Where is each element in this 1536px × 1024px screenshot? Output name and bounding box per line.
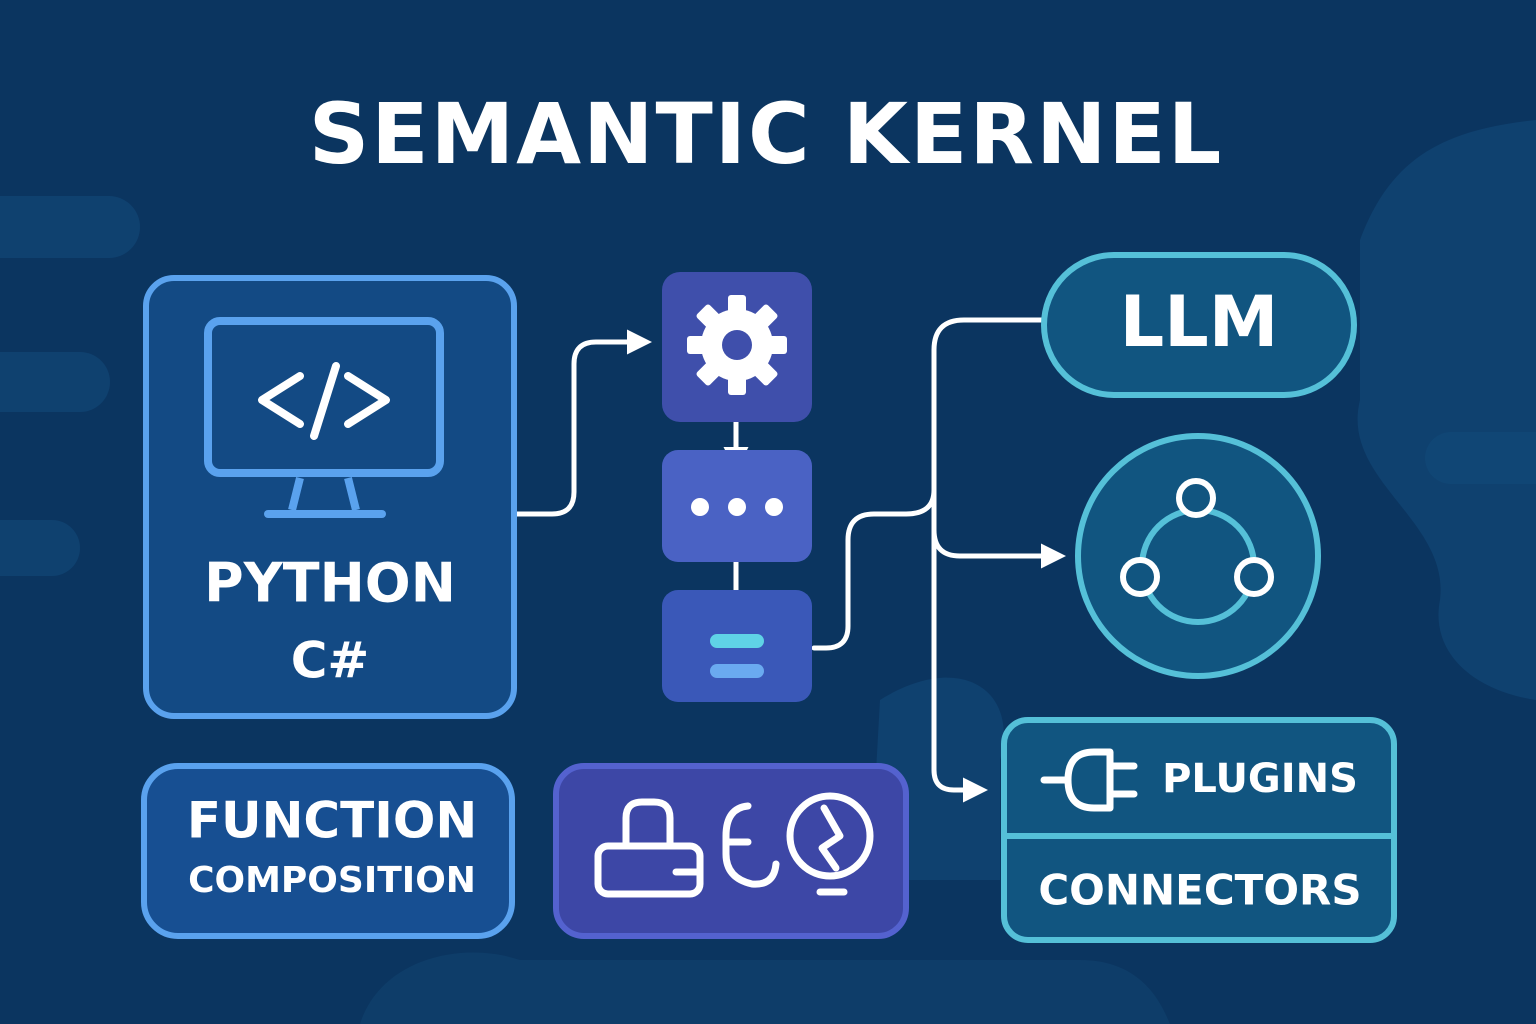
connector-bus-to-llm xyxy=(931,317,1047,803)
language-python-label: PYTHON xyxy=(204,552,456,615)
connector-bus-to-network xyxy=(931,527,1066,569)
gear-icon xyxy=(687,295,787,395)
function-composition-box[interactable]: FUNCTION COMPOSITION xyxy=(141,763,515,939)
llm-label: LLM xyxy=(1120,281,1279,363)
language-csharp-label: C# xyxy=(291,632,370,690)
connector-lines xyxy=(513,317,1066,803)
ellipsis-icon xyxy=(691,498,783,516)
page-title: SEMANTIC KERNEL xyxy=(309,85,1224,183)
plugins-connectors-box[interactable]: PLUGINS CONNECTORS xyxy=(1001,717,1397,943)
function-label: FUNCTION xyxy=(187,792,477,850)
plugins-label: PLUGINS xyxy=(1162,756,1358,802)
background-shapes xyxy=(0,120,1536,1024)
memory-bars-icon xyxy=(710,634,764,678)
composition-label: COMPOSITION xyxy=(188,860,476,901)
gear-tile[interactable] xyxy=(662,272,812,422)
plug-icon xyxy=(1040,748,1138,812)
llm-box[interactable]: LLM xyxy=(1041,252,1357,398)
connector-code-to-gear xyxy=(513,329,652,517)
tools-icon xyxy=(594,792,874,898)
connector-memory-to-bus xyxy=(811,487,937,651)
ellipsis-tile[interactable] xyxy=(662,450,812,562)
memory-tile[interactable] xyxy=(662,590,812,702)
code-monitor-icon xyxy=(204,317,444,518)
network-nodes-icon xyxy=(1120,478,1274,625)
connectors-label: CONNECTORS xyxy=(1038,866,1361,915)
network-node[interactable] xyxy=(1075,433,1321,679)
tools-box[interactable] xyxy=(553,763,909,939)
languages-box[interactable]: PYTHON C# xyxy=(143,275,517,719)
